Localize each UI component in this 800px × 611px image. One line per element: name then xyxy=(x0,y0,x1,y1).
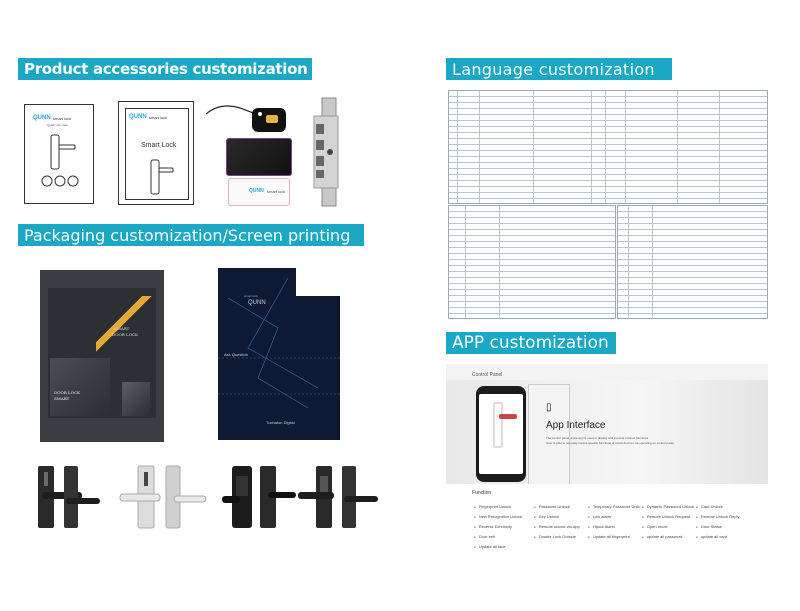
box-brand: QUNN xyxy=(129,114,147,120)
function-item: Remote Unlock Reply xyxy=(696,514,740,519)
dark-front-title-1: DOOR LOCK xyxy=(54,390,81,395)
function-item: update all password xyxy=(642,534,683,539)
dark-box-title-2: DOOR LOCK xyxy=(112,332,139,337)
function-item: Door Status xyxy=(696,524,722,529)
box-subtitle: smart lock xyxy=(149,115,168,120)
banner-accessories: Product accessories customization xyxy=(18,58,312,80)
rfid-key-fob-image xyxy=(205,105,286,132)
control-panel-label: Control Panel xyxy=(472,372,503,378)
navy-brand: QUNN xyxy=(248,300,266,306)
function-item: Hijack Alarm xyxy=(588,524,615,529)
function-item: Door bell xyxy=(474,534,495,539)
function-item: Update all face xyxy=(474,544,506,549)
banner-packaging: Packaging customization/Screen printing xyxy=(18,224,364,246)
phone-mockup xyxy=(476,386,526,482)
packaging-box-image: QUNN smart lock Smart Lock xyxy=(118,101,194,205)
card-brand: QUNN xyxy=(249,188,264,194)
lock-product-silver xyxy=(119,465,207,529)
function-item: Password Unlock xyxy=(534,504,570,509)
navy-model: Tuchaton Digital xyxy=(266,420,295,425)
user-manual-image: QUNN smart lock Quick Use User xyxy=(24,104,94,204)
language-table-top xyxy=(448,90,768,204)
app-interface-panel: Control Panel ▯ App Interface The contro… xyxy=(446,364,768,554)
lock-product-black-1 xyxy=(38,466,100,528)
function-item: Open mode xyxy=(642,524,668,529)
banner-language: Language customization xyxy=(446,58,672,80)
app-description-2: User is able to remotely control specifi… xyxy=(546,441,674,445)
banner-app: APP customization xyxy=(446,332,616,354)
function-item: Key Unlock xyxy=(534,514,559,519)
function-item: Update all fingerprint xyxy=(588,534,630,539)
phone-app-icon: ▯ xyxy=(546,402,552,413)
box-title: Smart Lock xyxy=(141,142,177,149)
function-item: Double Lock Outside xyxy=(534,534,576,539)
function-item: Reverse Electricity xyxy=(474,524,512,529)
function-item: Remote unlock via App xyxy=(534,524,580,529)
app-description-1: The control panel of the app is used to … xyxy=(546,436,649,440)
lock-product-black-2 xyxy=(298,466,378,528)
lock-product-keypad xyxy=(222,466,296,528)
dark-front-title-2: SMART xyxy=(54,396,70,401)
language-table-bottom-left xyxy=(448,205,616,319)
card-subtitle: smart lock xyxy=(267,189,286,194)
manual-caption: Quick Use User xyxy=(47,123,69,127)
language-table-bottom-right xyxy=(617,205,768,319)
function-item: Card Unlock xyxy=(696,504,723,509)
function-item: Remote Unlock Request xyxy=(642,514,690,519)
mortise-lock-body-image xyxy=(313,97,339,207)
function-item: Fingerprint Unlock xyxy=(474,504,511,509)
dark-card-image xyxy=(226,138,292,176)
function-label: Function xyxy=(472,490,492,496)
manual-subtitle: smart lock xyxy=(53,116,72,121)
lock-outline-icon xyxy=(150,159,174,195)
function-item: Dynamic Password Unlock xyxy=(642,504,695,509)
white-card-image: QUNN smart lock xyxy=(228,178,290,206)
navy-subtitle: smart lock xyxy=(244,294,258,298)
lock-line-drawing-icon xyxy=(41,134,79,187)
dark-box-title-1: SMART xyxy=(114,326,130,331)
function-item: update all card xyxy=(696,534,727,539)
function-item: Low alarm xyxy=(588,514,611,519)
function-item: New Recognition Unlock xyxy=(474,514,523,519)
function-item: Temporary Password Unlo... xyxy=(588,504,643,509)
navy-packaging-dieline: smart lock QUNN Ask Question Tuchaton Di… xyxy=(218,268,340,440)
app-heading: App Interface xyxy=(546,420,606,431)
navy-label: Ask Question xyxy=(224,352,248,357)
manual-brand: QUNN xyxy=(33,115,51,121)
dark-packaging-dieline: SMART DOOR LOCK DOOR LOCK SMART xyxy=(40,270,164,442)
